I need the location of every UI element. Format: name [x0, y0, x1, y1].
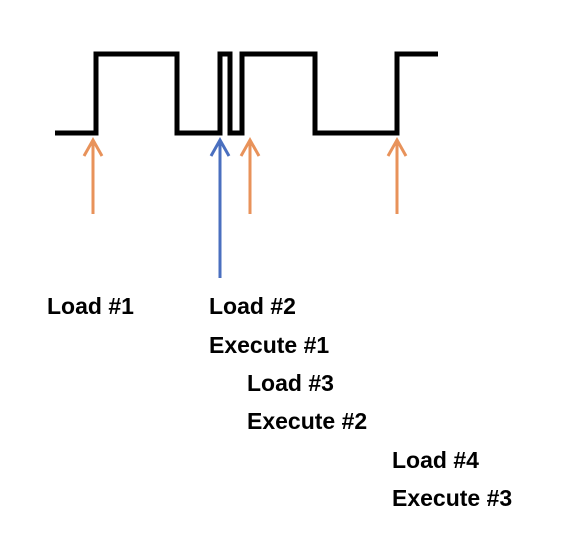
label-load-1: Load #1 [47, 293, 134, 319]
label-load-4: Load #4 [392, 447, 479, 473]
orange-arrow-2 [239, 136, 261, 214]
label-load-3: Load #3 [247, 370, 334, 396]
label-execute-2: Execute #2 [247, 408, 368, 434]
blue-arrow [209, 136, 231, 278]
orange-arrow-1 [82, 136, 104, 214]
clock-waveform [55, 51, 438, 136]
label-execute-3: Execute #3 [392, 485, 513, 511]
orange-arrow-3 [386, 136, 408, 214]
label-execute-1: Execute #1 [209, 332, 330, 358]
label-load-2: Load #2 [209, 293, 296, 319]
